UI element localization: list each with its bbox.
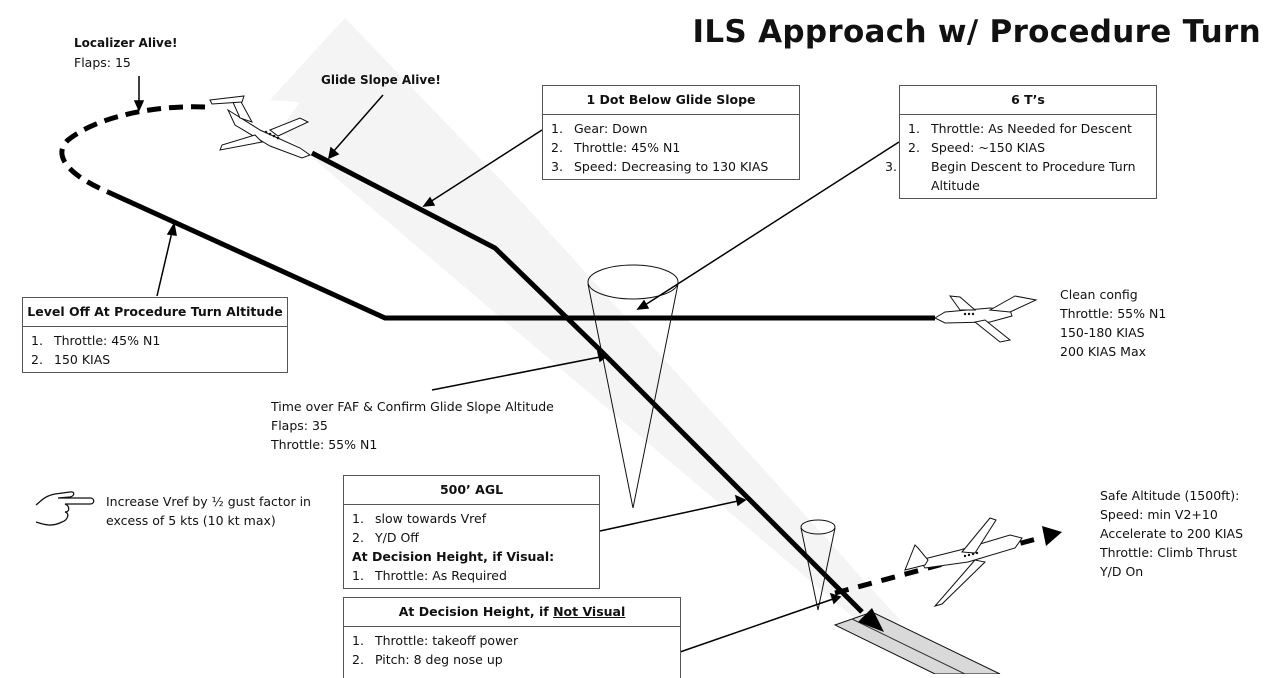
glide-slope-beam-inner <box>270 18 900 640</box>
missed-approach-callout: Safe Altitude (1500ft): Speed: min V2+10… <box>1100 486 1243 581</box>
six-ts-box: 6 T’s 1.Throttle: As Needed for Descent … <box>885 85 1157 199</box>
airplane-icon-missed-approach <box>904 517 1023 607</box>
list-item: 2.Speed: ~150 KIAS <box>908 140 1046 155</box>
list-item: 1.Throttle: As Required <box>352 568 507 583</box>
one-dot-below-box: 1 Dot Below Glide Slope 1.Gear: Down 2.T… <box>542 85 800 180</box>
list-item: 3.Speed: Decreasing to 130 KIAS <box>551 159 769 174</box>
clean-config-line: 150-180 KIAS <box>1060 325 1145 340</box>
one-dot-below-header: 1 Dot Below Glide Slope <box>543 86 799 115</box>
faf-line: Time over FAF & Confirm Glide Slope Alti… <box>271 399 554 414</box>
localizer-alive-flaps: Flaps: 15 <box>74 55 131 70</box>
list-item: 2.Throttle: 45% N1 <box>551 140 681 155</box>
missed-approach-arrowhead <box>1042 526 1062 546</box>
outbound-descent-path <box>310 150 864 614</box>
agl-500-subheading: At Decision Height, if Visual: <box>352 549 555 564</box>
missed-approach-line: Y/D On <box>1100 564 1144 579</box>
gust-tip-line: excess of 5 kts (10 kt max) <box>106 513 276 528</box>
missed-approach-line: Safe Altitude (1500ft): <box>1100 488 1240 503</box>
glide-slope-alive-heading: Glide Slope Alive! <box>321 73 441 87</box>
middle-marker-cone <box>800 519 836 611</box>
glide-slope-alive-callout: Glide Slope Alive! <box>321 70 441 90</box>
level-off-box: Level Off At Procedure Turn Altitude 1.T… <box>22 297 288 373</box>
list-item: 1.Throttle: takeoff power <box>352 633 519 648</box>
clean-config-line: Clean config <box>1060 287 1138 302</box>
outer-marker-cone <box>587 264 679 509</box>
six-ts-header: 6 T’s <box>900 86 1156 115</box>
faf-line: Throttle: 55% N1 <box>271 437 378 452</box>
clean-config-line: Throttle: 55% N1 <box>1060 306 1167 321</box>
page-title: ILS Approach w/ Procedure Turn <box>692 14 1261 50</box>
localizer-alive-heading: Localizer Alive! <box>74 36 178 50</box>
missed-approach-line: Accelerate to 200 KIAS <box>1100 526 1244 541</box>
list-item: 1.Gear: Down <box>551 121 648 136</box>
list-item: 1.Throttle: As Needed for Descent <box>908 121 1132 136</box>
list-item: 3.Begin Descent to Procedure Turn Altitu… <box>885 159 1136 193</box>
gust-tip-line: Increase Vref by ½ gust factor in <box>106 494 311 509</box>
clean-config-callout: Clean config Throttle: 55% N1 150-180 KI… <box>1060 285 1166 361</box>
list-item: 1.Throttle: 45% N1 <box>31 333 161 348</box>
clean-config-line: 200 KIAS Max <box>1060 344 1147 359</box>
faf-callout: Time over FAF & Confirm Glide Slope Alti… <box>271 397 554 454</box>
level-off-header: Level Off At Procedure Turn Altitude <box>23 298 287 327</box>
missed-approach-line: Speed: min V2+10 <box>1100 507 1218 522</box>
airplane-icon-procedure-turn <box>209 95 312 159</box>
list-item: 1.slow towards Vref <box>352 511 487 526</box>
missed-approach-line: Throttle: Climb Thrust <box>1100 545 1238 560</box>
localizer-alive-callout: Localizer Alive! Flaps: 15 <box>74 33 178 72</box>
runway-centerline <box>851 618 966 674</box>
not-visual-box: At Decision Height, if Not Visual 1.Thro… <box>343 597 681 678</box>
agl-500-header: 500’ AGL <box>344 476 599 505</box>
not-visual-header: At Decision Height, if Not Visual <box>344 598 680 627</box>
pointing-hand-icon <box>35 491 95 526</box>
list-item: 2.Y/D Off <box>352 530 419 545</box>
final-arrowhead <box>858 608 884 632</box>
list-item: 2.150 KIAS <box>31 352 111 367</box>
gust-factor-tip: Increase Vref by ½ gust factor in excess… <box>106 492 311 530</box>
leader-arrows <box>133 76 900 653</box>
agl-500-box: 500’ AGL 1.slow towards Vref 2.Y/D Off A… <box>343 475 600 589</box>
faf-line: Flaps: 35 <box>271 418 328 433</box>
airplane-icon-inbound <box>933 295 1038 343</box>
list-item: 2.Pitch: 8 deg nose up <box>352 652 503 667</box>
procedure-turn-dashed <box>59 104 206 195</box>
inbound-path <box>106 189 935 321</box>
